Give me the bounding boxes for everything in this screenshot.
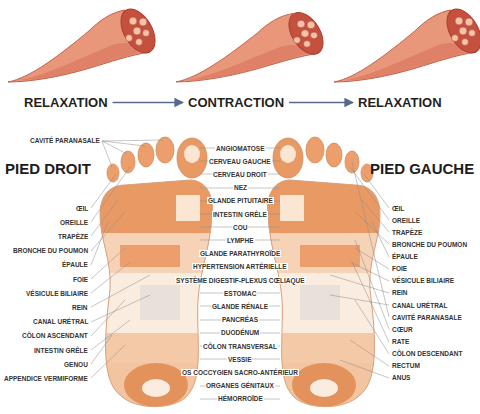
zone-label: HYPERTENSION ARTÉRIELLE xyxy=(192,263,288,270)
zone-label: OREILLE xyxy=(392,217,420,224)
muscle-relaxed xyxy=(8,3,162,82)
zone-label: RATE xyxy=(392,338,409,345)
right-foot-sole xyxy=(95,137,220,407)
zone-label: REIN xyxy=(72,304,88,311)
zone-label: HÉMORROÏDE xyxy=(217,395,264,402)
zone-label: INTESTIN GRÊLE xyxy=(34,347,88,354)
zone-label: RECTUM xyxy=(392,362,420,369)
zone-label: CANAL URÉTRAL xyxy=(392,302,448,309)
flow-arrow xyxy=(289,102,353,104)
zone-label: LYMPHE xyxy=(226,237,255,244)
zone-label: OS COCCYGIEN SACRO-ANTÉRIEUR xyxy=(181,369,299,376)
zone-label: ORGANES GÉNITAUX xyxy=(205,382,275,389)
muscle-relaxed xyxy=(334,3,480,82)
zone-label: ÉPAULE xyxy=(62,261,88,268)
flow-arrow xyxy=(113,102,183,104)
zone-label: CÔLON TRANSVERSAL xyxy=(202,343,278,350)
zone-label: ANGIOMATOSE xyxy=(215,145,266,152)
stage-label-box: RELAXATION xyxy=(356,95,444,110)
zone-label: TRAPÈZE xyxy=(392,229,422,236)
zone-label: GENOU xyxy=(64,361,88,368)
stage-label-box: RELAXATION xyxy=(22,95,110,110)
zone-label: VÉSICULE BILIAIRE xyxy=(26,290,88,297)
zone-label: NEZ xyxy=(233,184,248,191)
zone-label: OREILLE xyxy=(60,219,88,226)
zone-label: FOIE xyxy=(392,265,407,272)
zone-label: ESTOMAC xyxy=(223,290,257,297)
zone-label: SYSTÈME DIGESTIF-PLEXUS CŒLIAQUE xyxy=(175,277,306,284)
zone-label: CANAL URÉTRAL xyxy=(33,318,89,325)
zone-label: GLANDE PITUITAIRE xyxy=(207,197,274,204)
leader-lines xyxy=(91,140,389,399)
zone-label: CERVEAU DROIT xyxy=(212,171,268,178)
zone-label: GLANDE PARATHYROÏDE xyxy=(199,250,281,257)
zone-label: ÉPAULE xyxy=(392,253,418,260)
zone-label: FOIE xyxy=(73,276,88,283)
foot-title: PIED DROIT xyxy=(5,160,91,177)
stage-label: RELAXATION xyxy=(24,95,108,110)
zone-label: CAVITÉ PARANASALE xyxy=(392,314,462,321)
zone-label: VÉSICULE BILIAIRE xyxy=(392,277,454,284)
stage-label-box: CONTRACTION xyxy=(186,95,286,110)
zone-label: CŒUR xyxy=(392,326,413,333)
zone-label: BRONCHE DU POUMON xyxy=(13,247,88,254)
zone-label: CERVEAU GAUCHE xyxy=(208,158,272,165)
zone-label: INTESTIN GRÊLE xyxy=(212,211,268,218)
zone-label: PANCRÉAS xyxy=(221,316,259,323)
zone-label: VESSIE xyxy=(227,356,252,363)
zone-label: CÔLON DESCENDANT xyxy=(392,350,462,357)
zone-label: CÔLON ASCENDANT xyxy=(22,332,88,339)
stage-label: CONTRACTION xyxy=(188,95,284,110)
zone-label: BRONCHE DU POUMON xyxy=(392,241,467,248)
zone-label: ŒIL xyxy=(76,205,88,212)
zone-label: APPENDICE VERMIFORME xyxy=(4,375,88,382)
zone-label: REIN xyxy=(392,289,408,296)
foot-title: PIED GAUCHE xyxy=(370,160,474,177)
stage-label: RELAXATION xyxy=(358,95,442,110)
zone-label: DUODÉNUM xyxy=(220,329,260,336)
left-foot-sole xyxy=(260,137,385,407)
zone-label: GLANDE RÉNALE xyxy=(211,303,269,310)
zone-label: CAVITÉ PARANASALE xyxy=(30,137,100,144)
muscle-contracted xyxy=(176,7,330,82)
zone-label: TRAPÈZE xyxy=(58,233,88,240)
zone-label: ANUS xyxy=(392,374,410,381)
zone-label: ŒIL xyxy=(392,205,404,212)
zone-label: COU xyxy=(232,224,248,231)
